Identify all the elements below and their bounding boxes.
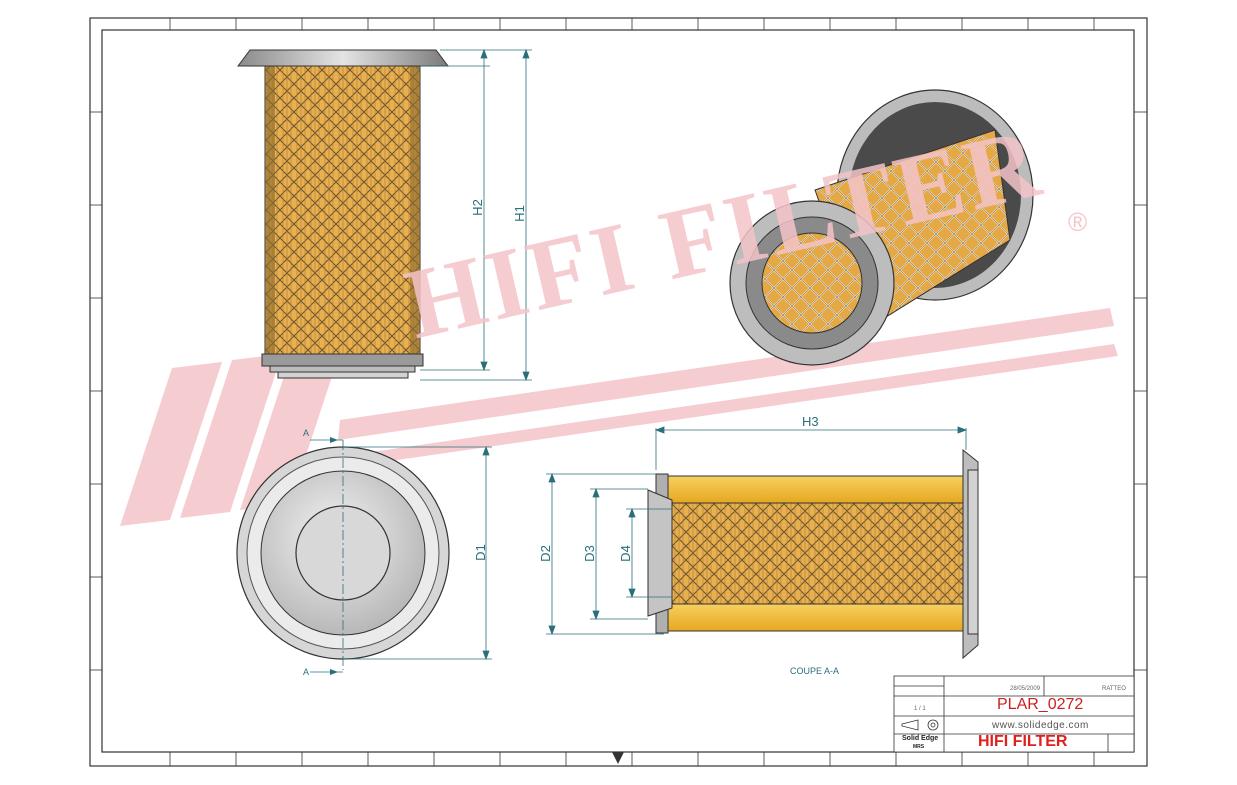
dim-label-h2: H2 bbox=[469, 199, 485, 216]
dimension-d1 bbox=[343, 445, 492, 661]
section-caption: COUPE A-A bbox=[790, 666, 840, 676]
dim-label-d4: D4 bbox=[617, 545, 633, 562]
dim-label-d1: D1 bbox=[472, 544, 488, 561]
company-name: HIFI FILTER bbox=[978, 733, 1068, 750]
center-marker bbox=[612, 752, 624, 764]
watermark bbox=[120, 308, 1118, 526]
dim-label-d2: D2 bbox=[537, 545, 553, 562]
dim-label-h3: H3 bbox=[802, 414, 819, 429]
section-marker-bottom: A bbox=[303, 667, 310, 677]
title-scale: 1 / 1 bbox=[914, 706, 926, 712]
top-view bbox=[236, 439, 450, 673]
dimension-lines-section bbox=[546, 426, 968, 636]
software-sub: MRS bbox=[913, 744, 925, 750]
section-marker-top: A bbox=[303, 428, 310, 438]
part-number: PLAR_0272 bbox=[997, 696, 1084, 713]
website-text: www.solidedge.com bbox=[992, 720, 1089, 731]
isometric-view bbox=[729, 89, 1034, 366]
title-block-frame bbox=[893, 675, 1135, 753]
projection-symbol-icon bbox=[901, 719, 939, 731]
watermark-registered-symbol: ® bbox=[1068, 207, 1088, 237]
section-arrows bbox=[330, 437, 338, 675]
front-view bbox=[237, 49, 449, 379]
dim-label-d3: D3 bbox=[581, 545, 597, 562]
title-date: 28/05/2009 bbox=[1010, 686, 1041, 692]
software-name: Solid Edge bbox=[902, 735, 939, 742]
dim-label-h1: H1 bbox=[511, 205, 527, 222]
section-view bbox=[647, 448, 979, 660]
title-author: RATTEO bbox=[1102, 686, 1126, 692]
dimension-lines-front bbox=[420, 48, 532, 382]
